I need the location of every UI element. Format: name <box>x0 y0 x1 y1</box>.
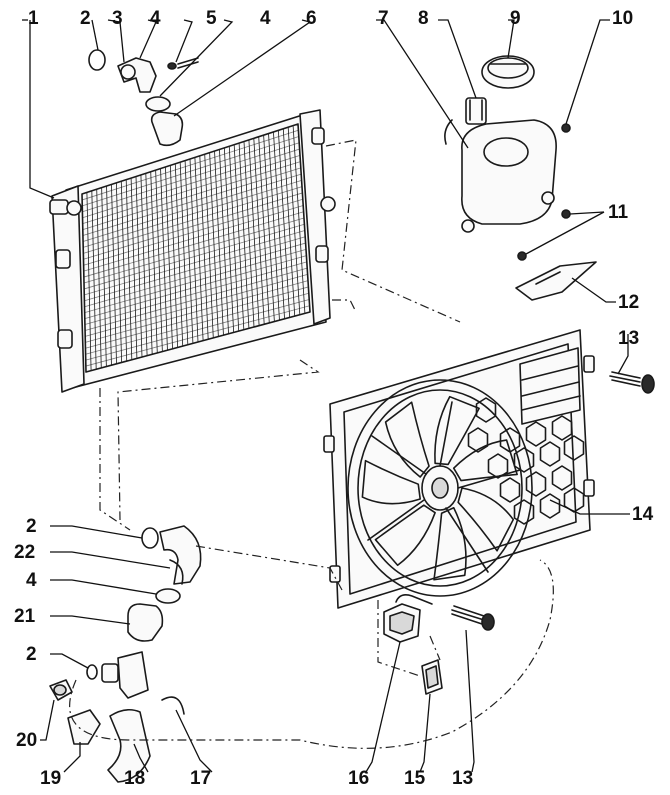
callout-12: 12 <box>618 292 639 313</box>
callout-2: 2 <box>26 644 37 665</box>
callout-8: 8 <box>418 8 429 29</box>
callout-13: 13 <box>452 768 473 789</box>
radiator <box>49 109 336 393</box>
callout-21: 21 <box>14 606 36 627</box>
callout-1: 1 <box>28 8 39 29</box>
callout-2: 2 <box>80 8 91 29</box>
callout-2: 2 <box>26 516 37 537</box>
callout-4: 4 <box>150 8 161 29</box>
callout-labels: 1 2 3 4 5 4 6 7 8 9 10 11 12 13 14 2 22 … <box>14 8 654 789</box>
callout-22: 22 <box>14 542 35 563</box>
bolt-lower <box>451 605 495 631</box>
lower-hose-parts <box>49 525 202 783</box>
callout-13: 13 <box>618 328 639 349</box>
callout-7: 7 <box>378 8 389 29</box>
callout-16: 16 <box>348 768 369 789</box>
fan-connectors <box>383 594 443 695</box>
callout-9: 9 <box>510 8 521 29</box>
upper-hose-parts <box>88 49 199 147</box>
callout-15: 15 <box>404 768 426 789</box>
fan-shroud <box>323 329 595 609</box>
callout-4: 4 <box>26 570 37 591</box>
callout-18: 18 <box>124 768 145 789</box>
callout-20: 20 <box>16 730 37 751</box>
callout-5: 5 <box>206 8 217 29</box>
callout-19: 19 <box>40 768 61 789</box>
leader-lines <box>22 19 630 773</box>
callout-11: 11 <box>608 202 629 223</box>
callout-4: 4 <box>260 8 271 29</box>
assembly-lines <box>69 139 554 749</box>
callout-3: 3 <box>112 8 123 29</box>
bolt-upper <box>609 371 655 394</box>
callout-17: 17 <box>190 768 211 789</box>
expansion-tank <box>444 55 597 301</box>
callout-14: 14 <box>632 504 654 525</box>
callout-6: 6 <box>306 8 317 29</box>
callout-10: 10 <box>612 8 633 29</box>
